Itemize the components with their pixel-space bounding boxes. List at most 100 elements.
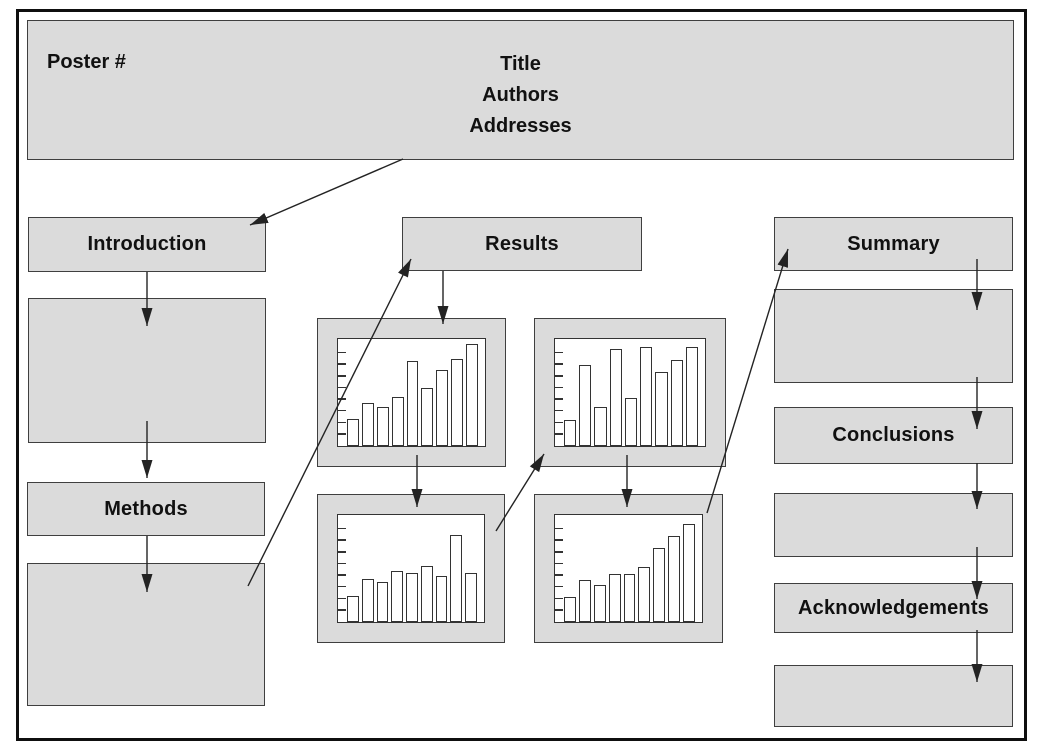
bar — [609, 348, 622, 446]
bar — [579, 364, 592, 446]
bar — [376, 407, 389, 446]
acknowledgements-label: Acknowledgements — [797, 596, 990, 619]
y-axis-tick — [555, 527, 563, 530]
bar — [638, 567, 651, 622]
bar-group — [347, 515, 478, 622]
y-axis-tick — [555, 585, 563, 588]
bar-chart-thumbnail — [337, 338, 486, 447]
conclusions-label: Conclusions — [832, 424, 955, 446]
bar — [435, 576, 448, 622]
header-box: Poster # Title Authors Addresses — [27, 20, 1014, 160]
results-chart-bottom-right — [534, 494, 723, 643]
bar — [653, 548, 666, 622]
methods-content-placeholder — [27, 563, 265, 706]
bar — [391, 570, 404, 622]
y-axis-tick — [555, 562, 563, 565]
bar — [683, 523, 696, 622]
conclusions-box: Conclusions — [774, 407, 1013, 464]
y-axis-tick — [338, 351, 346, 354]
acknowledgements-content-placeholder — [774, 665, 1013, 727]
y-axis-tick — [338, 375, 346, 377]
bar — [361, 403, 374, 446]
bar — [361, 579, 374, 622]
bar — [594, 407, 607, 446]
y-axis-tick — [338, 574, 346, 576]
y-axis-tick — [555, 421, 563, 424]
bar — [466, 344, 479, 446]
bar — [564, 420, 577, 446]
results-chart-top-right — [534, 318, 726, 467]
bar-group — [564, 339, 698, 446]
bar — [406, 572, 418, 622]
y-axis-tick — [555, 551, 563, 553]
bar — [640, 346, 653, 446]
y-axis-tick — [555, 375, 563, 377]
introduction-box: Introduction — [28, 217, 266, 272]
title-block: Title Authors Addresses — [28, 49, 1013, 142]
bar — [564, 597, 576, 622]
y-axis-tick — [555, 409, 563, 412]
y-axis-tick — [555, 433, 563, 435]
y-axis-tick — [338, 585, 346, 588]
bar-chart-thumbnail — [554, 338, 706, 447]
bar — [593, 584, 606, 622]
bar — [670, 360, 683, 446]
y-axis-tick — [338, 421, 346, 424]
y-axis-tick — [555, 386, 563, 389]
y-axis-tick — [555, 574, 563, 576]
y-axis-tick — [338, 562, 346, 565]
results-chart-top-left — [317, 318, 506, 467]
bar — [608, 573, 621, 622]
bar — [655, 372, 668, 446]
summary-content-placeholder — [774, 289, 1013, 383]
bar — [347, 419, 359, 446]
y-axis-tick — [338, 409, 346, 412]
bar-chart-thumbnail — [337, 514, 485, 623]
bar — [376, 582, 389, 622]
bar — [624, 397, 638, 446]
y-axis-tick — [338, 597, 346, 600]
bar — [623, 573, 636, 622]
y-axis-tick — [338, 398, 346, 400]
y-axis-tick — [555, 351, 563, 354]
bar-group — [347, 339, 479, 446]
authors-label: Authors — [482, 84, 559, 106]
bar — [406, 361, 419, 446]
introduction-label: Introduction — [87, 233, 207, 255]
summary-label: Summary — [847, 232, 940, 255]
y-axis-tick — [555, 539, 563, 541]
y-axis-tick — [555, 597, 563, 600]
bar — [668, 536, 681, 622]
results-label: Results — [485, 232, 559, 255]
methods-label: Methods — [104, 497, 188, 520]
poster-number-label: Poster # — [47, 51, 126, 73]
acknowledgements-box: Acknowledgements — [774, 583, 1013, 633]
bar — [436, 370, 449, 446]
bar-chart-thumbnail — [554, 514, 703, 623]
bar — [421, 388, 434, 446]
y-axis-tick — [338, 386, 346, 389]
bar — [685, 346, 698, 446]
bar — [347, 596, 359, 622]
y-axis-tick — [555, 398, 563, 400]
addresses-label: Addresses — [469, 115, 572, 137]
y-axis-tick — [338, 609, 346, 611]
y-axis-tick — [555, 363, 563, 365]
bar — [451, 359, 464, 446]
bar — [391, 396, 404, 446]
bar — [450, 535, 463, 622]
bar — [578, 580, 591, 622]
bar — [420, 566, 433, 622]
y-axis-tick — [338, 433, 346, 435]
results-box: Results — [402, 217, 642, 271]
conclusions-content-placeholder — [774, 493, 1013, 557]
y-axis-tick — [338, 527, 346, 530]
results-chart-bottom-left — [317, 494, 505, 643]
page-border — [16, 9, 1027, 741]
y-axis-tick — [338, 363, 346, 365]
bar-group — [564, 515, 696, 622]
title-label: Title — [500, 53, 541, 75]
methods-box: Methods — [27, 482, 265, 536]
introduction-content-placeholder — [28, 298, 266, 443]
